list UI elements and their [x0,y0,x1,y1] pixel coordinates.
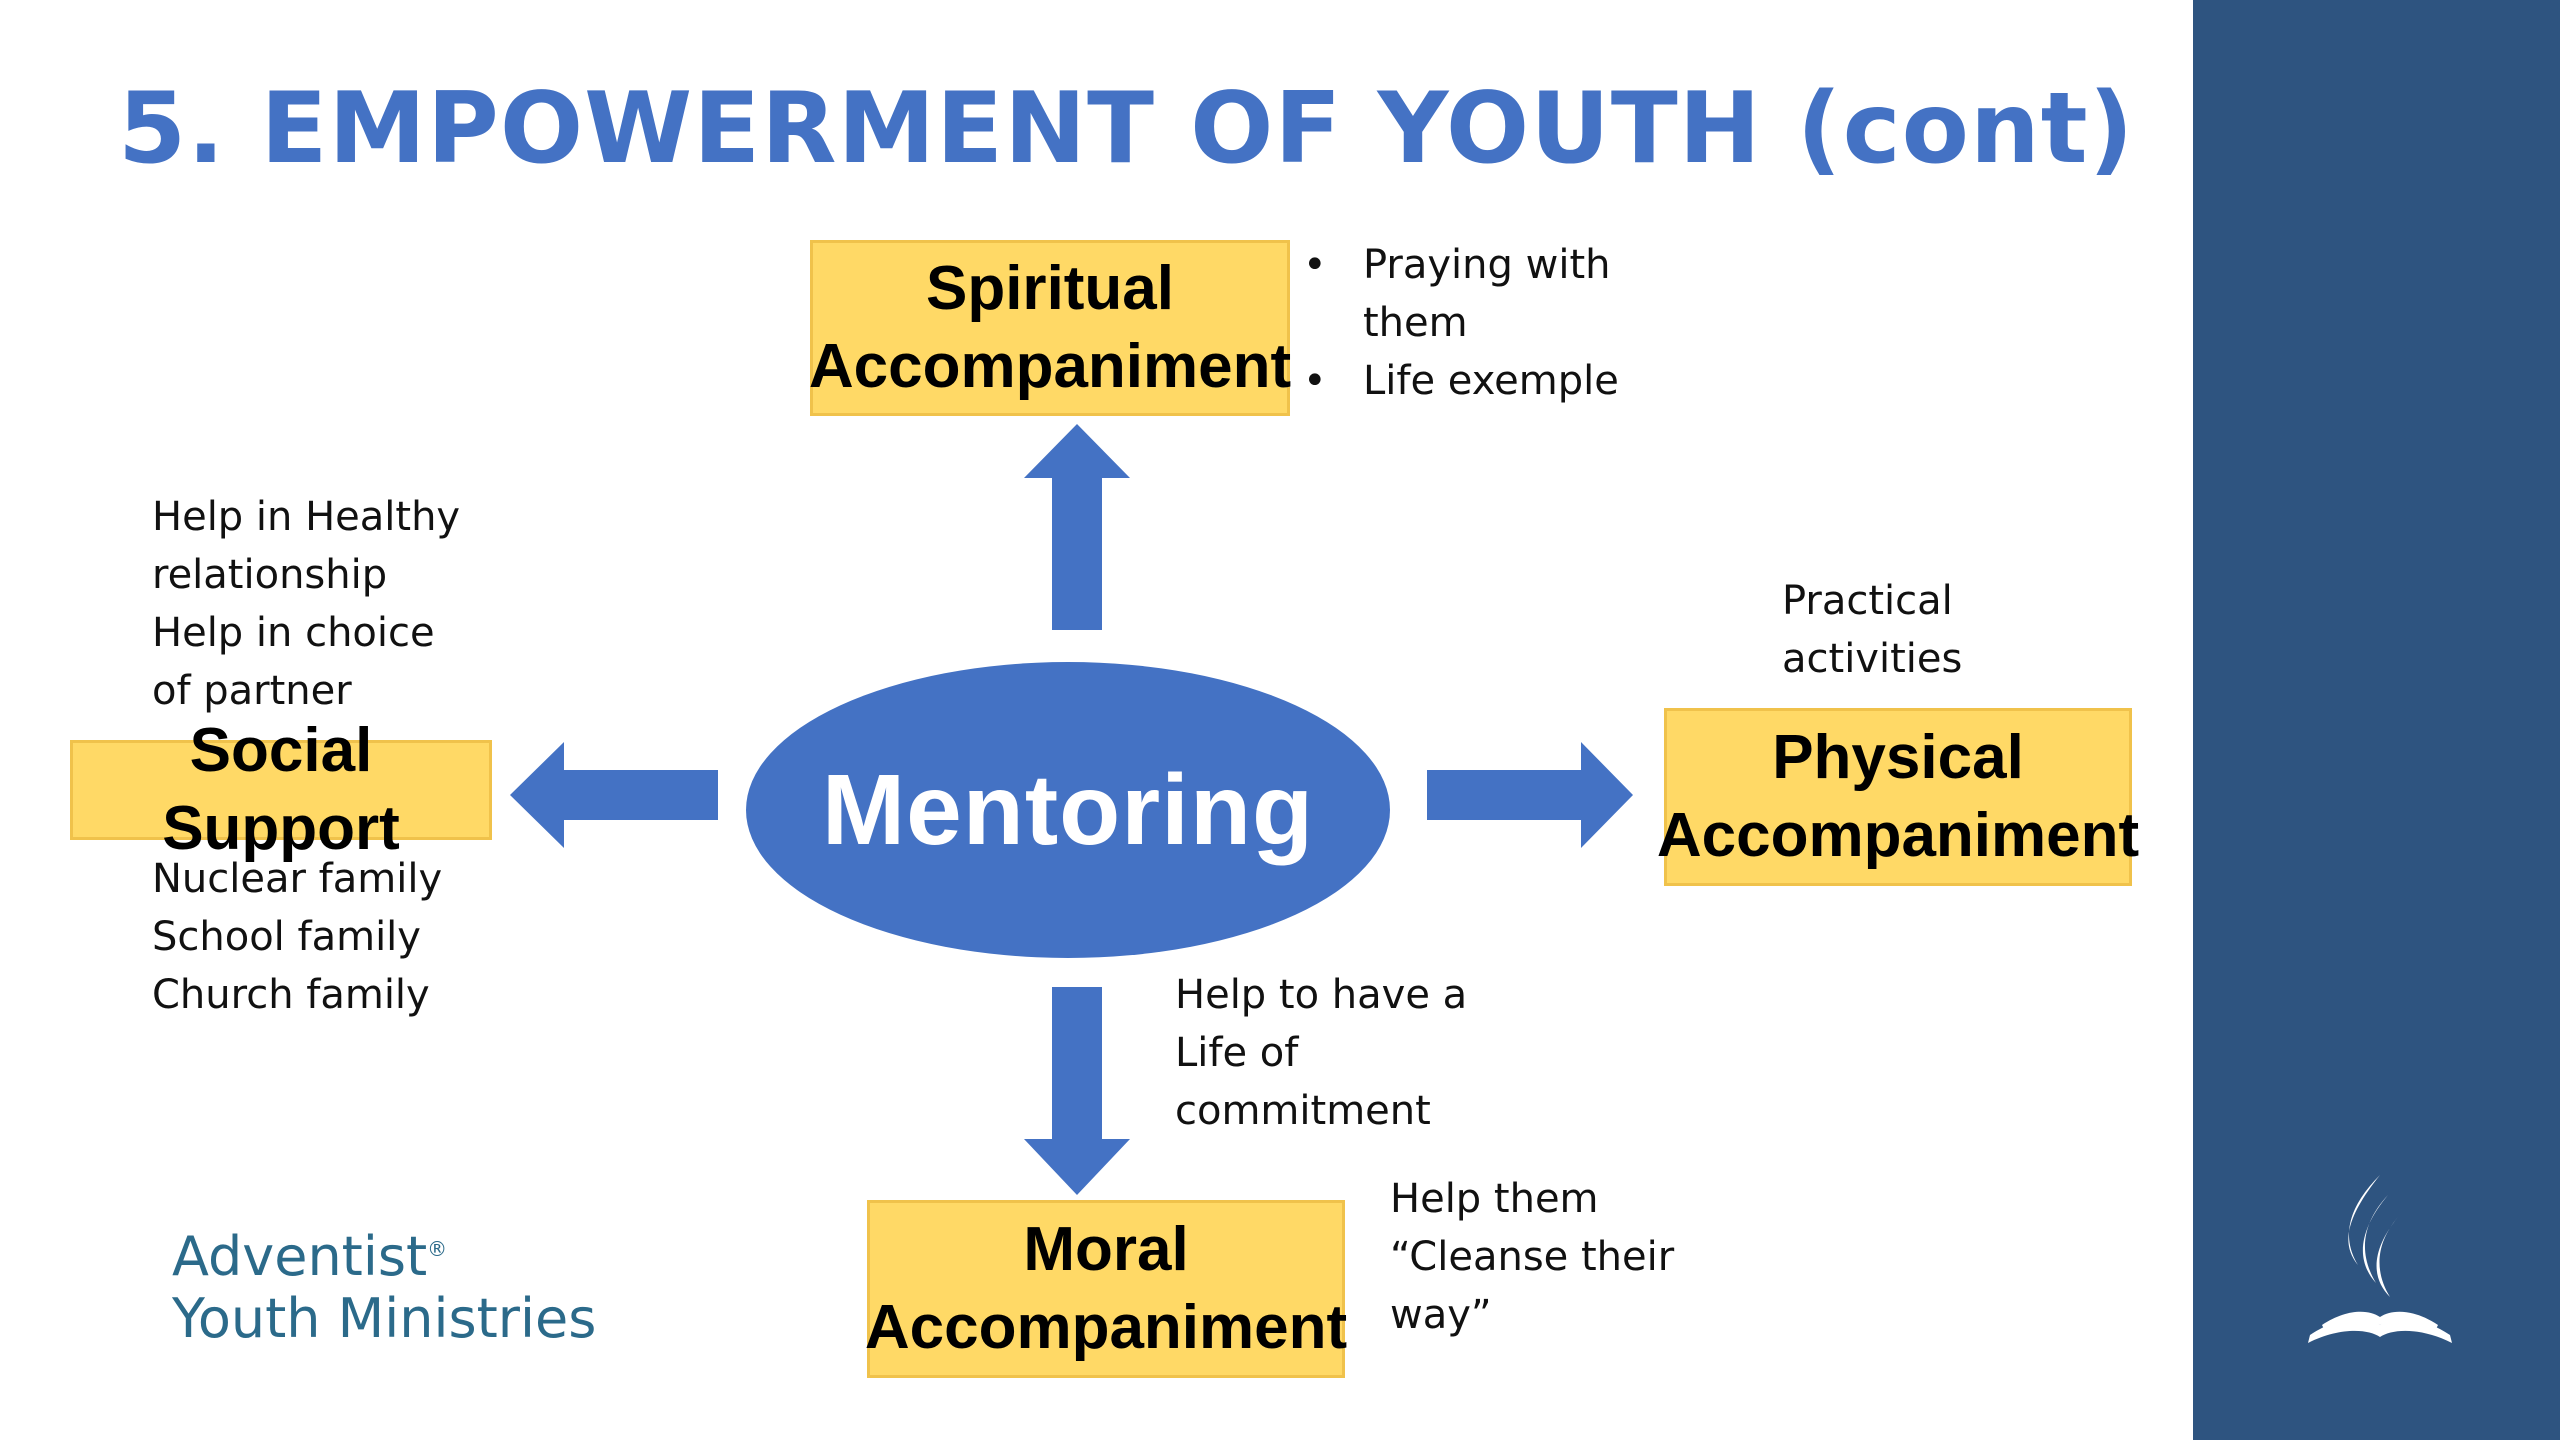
slide-title: 5. EMPOWERMENT OF YOUTH (cont) [118,72,2135,186]
social-support-box: Social Support [70,716,492,863]
social-notes-below: Nuclear family School family Church fami… [152,856,443,1018]
sidebar-band [2193,0,2560,1440]
arrow-down-icon [1024,987,1130,1195]
moral-accompaniment-box: Moral Accompaniment [864,1200,1348,1378]
arrow-right-icon [1427,742,1633,848]
spiritual-bullet: Praying with them [1303,236,1623,352]
spiritual-bullet: Life exemple [1303,352,1623,410]
mentoring-ellipse: Mentoring [746,662,1390,958]
spiritual-label-line1: Spiritual [925,254,1175,323]
moral-notes-side: Help them “Cleanse their way” [1390,1176,1675,1338]
mentoring-label: Mentoring [821,753,1315,866]
spiritual-label-line2: Accompaniment [808,332,1292,401]
adventist-youth-ministries-logo: Adventist® Youth Ministries [172,1218,596,1350]
moral-label-line1: Moral [1023,1215,1189,1284]
social-notes-above: Help in Healthy relationship Help in cho… [152,494,461,714]
physical-label-line2: Accompaniment [1656,801,2140,870]
moral-label-line2: Accompaniment [864,1293,1348,1362]
flame-bible-emblem-icon [2308,1175,2452,1343]
arrow-up-icon [1024,424,1130,630]
spiritual-notes: Praying with them Life exemple [1303,236,1623,410]
social-label: Social Support [162,716,400,863]
logo-line1: Adventist [172,1225,428,1288]
physical-label-line1: Physical [1772,723,2024,792]
moral-notes-arrow: Help to have a Life of commitment [1175,972,1468,1134]
arrow-left-icon [510,742,718,848]
physical-accompaniment-box: Physical Accompaniment [1657,708,2139,886]
spiritual-accompaniment-box: Spiritual Accompaniment [808,240,1292,416]
logo-registered-mark: ® [427,1237,448,1261]
physical-notes: Practical activities [1782,578,1963,682]
logo-line2: Youth Ministries [172,1287,597,1350]
